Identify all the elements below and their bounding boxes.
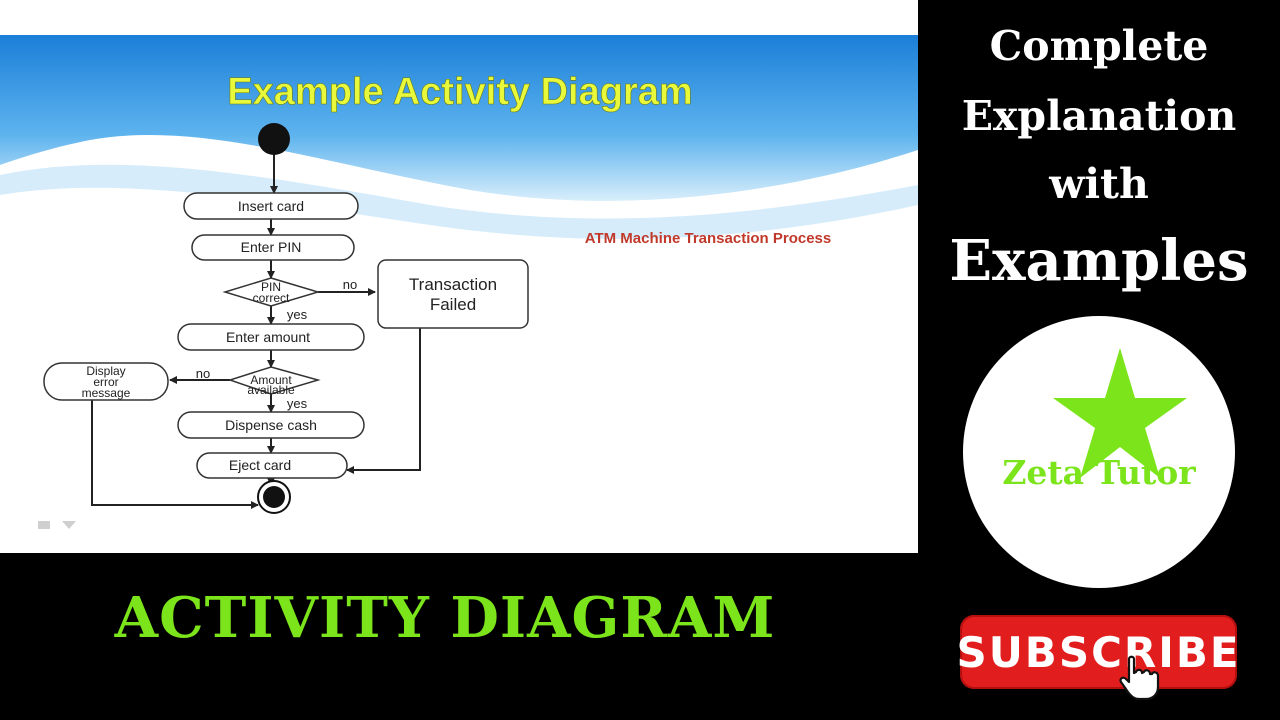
decision-amount-label-2: available xyxy=(247,383,295,397)
subscribe-button[interactable]: SUBSCRIBE xyxy=(956,615,1241,701)
node-display-error-label-1: Display xyxy=(86,364,125,378)
slide-panel: Example Activity Diagram ATM Machine Tra… xyxy=(0,0,918,553)
diagram-edges xyxy=(91,148,421,509)
node-display-error xyxy=(43,362,169,401)
edge-error-end xyxy=(91,400,259,509)
decision-amount-label-1: Amount xyxy=(250,373,292,387)
star-icon xyxy=(1053,348,1187,478)
slide-title: Example Activity Diagram xyxy=(227,71,692,113)
node-eject-card-label: Eject card xyxy=(229,457,291,473)
logo-text: Zeta Tutor xyxy=(1002,453,1196,492)
slide-controls xyxy=(38,521,76,529)
node-display-error-label-3: message xyxy=(82,386,131,400)
node-dispense-cash-label: Dispense cash xyxy=(225,417,317,433)
node-eject-card xyxy=(196,452,348,479)
node-transaction-failed-label-2: Failed xyxy=(430,295,476,314)
node-enter-amount xyxy=(177,323,365,351)
side-title-line2: Explanation xyxy=(961,92,1237,140)
edge-failed-eject xyxy=(346,328,421,474)
edge-label-pin-yes: yes xyxy=(287,307,308,322)
node-transaction-failed xyxy=(377,259,529,329)
side-title-line3: with xyxy=(1049,160,1149,208)
node-insert-card xyxy=(183,192,359,220)
edge-label-pin-no: no xyxy=(343,277,357,292)
activity-diagram-slide: Example Activity Diagram ATM Machine Tra… xyxy=(0,35,918,529)
node-dispense-cash xyxy=(177,411,365,439)
node-enter-amount-label: Enter amount xyxy=(226,329,310,345)
zeta-tutor-logo: Zeta Tutor xyxy=(963,316,1235,588)
node-enter-pin-label: Enter PIN xyxy=(241,239,302,255)
edge-label-amount-no: no xyxy=(196,366,210,381)
diagram-subtitle: ATM Machine Transaction Process xyxy=(585,230,831,247)
node-insert-card-label: Insert card xyxy=(238,198,304,214)
header-wave xyxy=(0,35,918,201)
header-wave-accent xyxy=(0,164,918,239)
side-title-line1: Complete xyxy=(989,22,1209,70)
decision-amount-available xyxy=(227,366,321,395)
side-title-line4: Examples xyxy=(949,228,1249,294)
subscribe-label: SUBSCRIBE xyxy=(956,627,1241,677)
node-transaction-failed-label-1: Transaction xyxy=(409,275,497,294)
decision-pin-correct xyxy=(222,277,321,307)
node-enter-pin xyxy=(191,234,355,261)
hand-pointer-icon xyxy=(1119,655,1160,701)
decision-pin-label-1: PIN xyxy=(261,280,281,294)
decision-pin-label-2: correct xyxy=(253,291,290,305)
start-node xyxy=(258,123,290,155)
bottom-title: ACTIVITY DIAGRAM xyxy=(114,585,776,651)
edge-label-amount-yes: yes xyxy=(287,396,308,411)
node-display-error-label-2: error xyxy=(93,375,118,389)
end-node xyxy=(263,486,285,508)
